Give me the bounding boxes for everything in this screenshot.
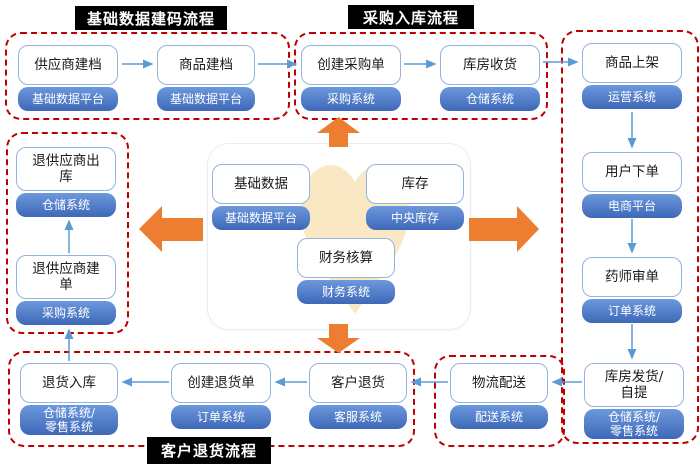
process-box: 库房收货: [440, 45, 540, 85]
group-base-data-flow: [5, 32, 290, 120]
node-product-listing: 商品上架 运营系统: [582, 43, 682, 109]
process-box: 商品建档: [157, 45, 255, 85]
node-supplier-return-outbound: 退供应商出 库 仓储系统: [16, 147, 116, 217]
system-badge: 仓储系统/ 零售系统: [584, 409, 684, 439]
system-badge: 采购系统: [16, 301, 116, 325]
title-customer-return-flow: 客户退货流程: [147, 437, 271, 464]
process-box: 物流配送: [450, 363, 548, 403]
system-badge: 基础数据平台: [212, 206, 310, 230]
process-box: 退货入库: [20, 363, 118, 403]
node-user-order: 用户下单 电商平台: [582, 152, 682, 218]
system-badge: 基础数据平台: [157, 87, 255, 111]
system-badge: 运营系统: [582, 85, 682, 109]
system-badge: 采购系统: [301, 87, 401, 111]
process-box: 供应商建档: [18, 45, 118, 85]
system-badge: 中央库存: [366, 206, 464, 230]
node-return-inbound: 退货入库 仓储系统/ 零售系统: [20, 363, 118, 435]
group-sales-fulfillment-flow: [561, 30, 699, 444]
node-warehouse-ship: 库房发货/ 自提 仓储系统/ 零售系统: [584, 363, 684, 439]
process-box: 创建退货单: [171, 363, 271, 403]
process-box: 商品上架: [582, 43, 682, 83]
system-badge: 基础数据平台: [18, 87, 118, 111]
process-box: 财务核算: [297, 238, 395, 278]
process-box: 用户下单: [582, 152, 682, 192]
system-badge: 电商平台: [582, 194, 682, 218]
system-badge: 仓储系统: [440, 87, 540, 111]
process-box: 库存: [366, 164, 464, 204]
system-badge: 财务系统: [297, 280, 395, 304]
node-product-setup: 商品建档 基础数据平台: [157, 45, 255, 111]
node-supplier-setup: 供应商建档 基础数据平台: [18, 45, 118, 111]
title-base-data-flow: 基础数据建码流程: [75, 6, 227, 30]
node-finance: 财务核算 财务系统: [297, 238, 395, 304]
node-pharmacist-review: 药师审单 订单系统: [582, 257, 682, 323]
system-badge: 配送系统: [450, 405, 548, 429]
node-logistics: 物流配送 配送系统: [450, 363, 548, 429]
title-purchase-inbound-flow: 采购入库流程: [348, 5, 474, 29]
process-box: 创建采购单: [301, 45, 401, 85]
node-supplier-return-order: 退供应商建 单 采购系统: [16, 255, 116, 325]
node-inventory: 库存 中央库存: [366, 164, 464, 230]
system-badge: 客服系统: [309, 405, 407, 429]
system-badge: 订单系统: [171, 405, 271, 429]
hub-arrow-left: [139, 206, 203, 252]
system-badge: 仓储系统: [16, 193, 116, 217]
node-customer-return: 客户退货 客服系统: [309, 363, 407, 429]
process-box: 库房发货/ 自提: [584, 363, 684, 407]
group-logistics: [434, 355, 565, 447]
process-box: 药师审单: [582, 257, 682, 297]
node-create-return: 创建退货单 订单系统: [171, 363, 271, 429]
process-box: 客户退货: [309, 363, 407, 403]
group-purchase-inbound-flow: [294, 32, 548, 120]
hub-arrow-right: [469, 206, 539, 252]
system-badge: 订单系统: [582, 299, 682, 323]
node-warehouse-receive: 库房收货 仓储系统: [440, 45, 540, 111]
process-box: 基础数据: [212, 164, 310, 204]
system-badge: 仓储系统/ 零售系统: [20, 405, 118, 435]
process-box: 退供应商出 库: [16, 147, 116, 191]
node-base-data: 基础数据 基础数据平台: [212, 164, 310, 230]
node-create-po: 创建采购单 采购系统: [301, 45, 401, 111]
process-box: 退供应商建 单: [16, 255, 116, 299]
